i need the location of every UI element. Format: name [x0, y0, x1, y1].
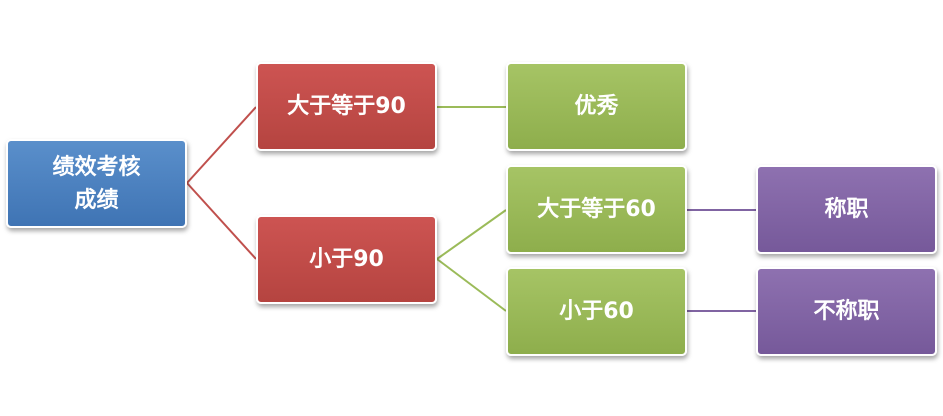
node-excellent-label: 优秀: [574, 94, 619, 119]
connector-root-gte90: [186, 106, 257, 184]
node-performance-score-line1: 绩效考核: [52, 154, 141, 180]
connector-lt90-gte60: [436, 209, 507, 260]
node-incompetent-label: 不称职: [813, 299, 880, 324]
node-competent: 称职: [756, 165, 937, 254]
connector-root-lt90: [186, 182, 257, 260]
node-performance-score: 绩效考核 成绩: [6, 139, 187, 228]
node-greater-equal-90-label: 大于等于90: [287, 94, 406, 119]
node-competent-label: 称职: [824, 197, 869, 222]
node-less-than-60: 小于60: [506, 267, 687, 356]
node-incompetent: 不称职: [756, 267, 937, 356]
node-greater-equal-60-label: 大于等于60: [537, 197, 656, 222]
connector-lt90-lt60: [436, 258, 507, 312]
node-less-than-60-label: 小于60: [559, 299, 634, 324]
node-less-than-90: 小于90: [256, 215, 437, 304]
node-less-than-90-label: 小于90: [309, 247, 384, 272]
node-greater-equal-90: 大于等于90: [256, 62, 437, 151]
node-greater-equal-60: 大于等于60: [506, 165, 687, 254]
node-excellent: 优秀: [506, 62, 687, 151]
node-performance-score-line2: 成绩: [74, 187, 119, 213]
